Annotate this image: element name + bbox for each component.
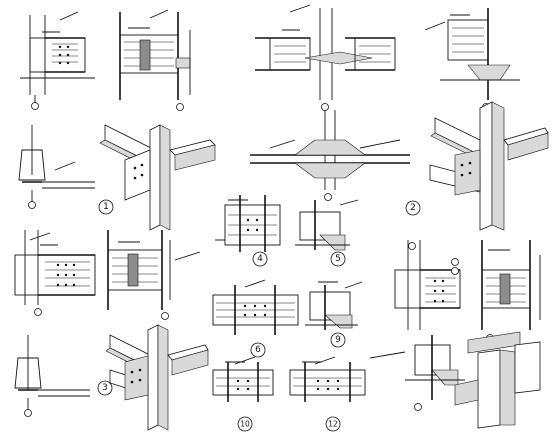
figure-number-1: 1 <box>98 199 114 215</box>
detail-center-haunch <box>250 110 410 201</box>
figure-number-4: 4 <box>252 251 268 267</box>
detail-bottom-right-bracket <box>369 335 465 411</box>
figure-number-9-label: 9 <box>335 335 341 345</box>
detail-right-mid-section <box>481 240 541 342</box>
detail-10 <box>212 356 274 402</box>
detail-6 <box>212 279 299 335</box>
detail-top-right-bracket <box>424 8 520 111</box>
detail-top-center-splice <box>255 4 396 111</box>
detail-mid-left-elevation <box>14 230 96 316</box>
figure-number-5-label: 5 <box>335 254 341 264</box>
figure-number-3-label: 3 <box>102 383 108 393</box>
detail-3-isometric <box>105 324 209 431</box>
figure-number-10: 10 <box>237 416 253 432</box>
detail-9 <box>305 281 363 330</box>
detail-1-elevation <box>18 125 95 209</box>
figure-number-12-label: 12 <box>328 420 338 429</box>
detail-top-left-section <box>119 9 191 111</box>
figure-number-10-label: 10 <box>240 420 250 429</box>
figure-number-9: 9 <box>330 332 346 348</box>
detail-4 <box>215 195 281 252</box>
detail-mid-left-section <box>107 230 201 320</box>
annotation-marks <box>40 14 510 363</box>
figure-number-2: 2 <box>405 200 421 216</box>
detail-top-left-joint <box>20 11 95 110</box>
detail-5 <box>295 199 359 251</box>
figure-number-3: 3 <box>97 380 113 396</box>
detail-2-isometric <box>429 101 549 231</box>
detail-1-isometric <box>99 124 216 231</box>
figure-number-12: 12 <box>325 416 341 432</box>
figure-number-6-label: 6 <box>255 345 261 355</box>
detail-bottom-right-isometric <box>454 331 541 429</box>
figure-number-5: 5 <box>330 251 346 267</box>
figure-number-2-label: 2 <box>410 203 416 213</box>
detail-12 <box>289 356 366 402</box>
figure-number-1-label: 1 <box>103 202 109 212</box>
detail-right-mid-elevation <box>394 240 461 330</box>
figure-number-4-label: 4 <box>257 254 263 264</box>
detail-3-elevation <box>14 335 90 417</box>
figure-number-6: 6 <box>250 342 266 358</box>
